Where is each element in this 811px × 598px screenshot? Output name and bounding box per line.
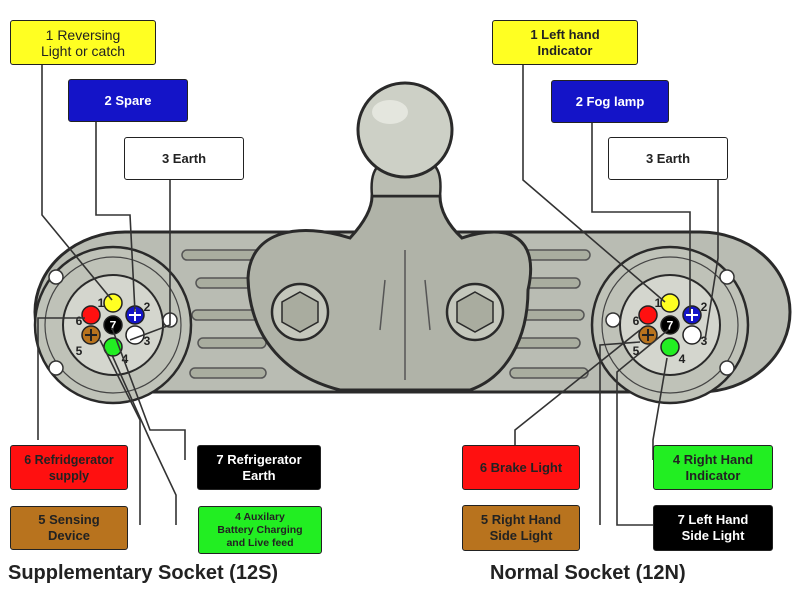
normal-pin-3 bbox=[682, 325, 702, 345]
supplementary-pin-6 bbox=[81, 305, 101, 325]
label-12n-pin2: 2 Fog lamp bbox=[551, 80, 669, 123]
cross-mark bbox=[85, 329, 97, 341]
supplementary-socket: 1 2 3 4 5 6 7 bbox=[33, 245, 193, 405]
label-12n-pin4: 4 Right Hand Indicator bbox=[653, 445, 773, 490]
normal-pin-6 bbox=[638, 305, 658, 325]
cross-mark bbox=[642, 329, 654, 341]
supplementary-pin-number-1: 1 bbox=[98, 296, 105, 310]
mounting-hole bbox=[605, 312, 621, 328]
normal-socket: 1 2 3 4 5 6 7 bbox=[590, 245, 750, 405]
label-12s-pin3: 3 Earth bbox=[124, 137, 244, 180]
normal-pin-number-5: 5 bbox=[633, 344, 640, 358]
label-12s-pin7: 7 Refrigerator Earth bbox=[197, 445, 321, 490]
label-12n-pin3: 3 Earth bbox=[608, 137, 728, 180]
mounting-hole bbox=[719, 360, 735, 376]
mounting-hole bbox=[48, 269, 64, 285]
label-12s-pin2: 2 Spare bbox=[68, 79, 188, 122]
label-12s-pin6: 6 Refridgerator supply bbox=[10, 445, 128, 490]
label-12n-pin7: 7 Left Hand Side Light bbox=[653, 505, 773, 551]
normal-pin-number-2: 2 bbox=[701, 300, 708, 314]
mounting-hole bbox=[719, 269, 735, 285]
supplementary-pin-number-2: 2 bbox=[144, 300, 151, 314]
normal-pin-4 bbox=[660, 337, 680, 357]
label-12n-pin6: 6 Brake Light bbox=[462, 445, 580, 490]
label-12n-pin1: 1 Left hand Indicator bbox=[492, 20, 638, 65]
supplementary-pin-number-5: 5 bbox=[76, 344, 83, 358]
label-12n-pin5: 5 Right Hand Side Light bbox=[462, 505, 580, 551]
supplementary-pin-number-4: 4 bbox=[122, 352, 129, 366]
supplementary-pin-1 bbox=[103, 293, 123, 313]
label-12s-pin5: 5 Sensing Device bbox=[10, 506, 128, 550]
caption-supplementary: Supplementary Socket (12S) bbox=[8, 562, 279, 584]
hitch-bolts bbox=[270, 282, 505, 342]
normal-pin-7 bbox=[660, 315, 680, 335]
label-12s-pin1: 1 Reversing Light or catch bbox=[10, 20, 156, 65]
cross-mark bbox=[686, 309, 698, 321]
normal-pin-number-3: 3 bbox=[701, 334, 708, 348]
supplementary-pin-7 bbox=[103, 315, 123, 335]
normal-pin-number-1: 1 bbox=[655, 296, 662, 310]
supplementary-pin-number-3: 3 bbox=[144, 334, 151, 348]
normal-pin-7-number: 7 bbox=[667, 319, 674, 333]
mounting-hole bbox=[48, 360, 64, 376]
normal-pin-1 bbox=[660, 293, 680, 313]
supplementary-pin-number-6: 6 bbox=[76, 314, 83, 328]
caption-normal: Normal Socket (12N) bbox=[490, 562, 686, 584]
label-12s-pin4: 4 Auxilary Battery Charging and Live fee… bbox=[198, 506, 322, 554]
leader-lines bbox=[37, 64, 719, 526]
supplementary-pin-7-number: 7 bbox=[110, 319, 117, 333]
tow-ball bbox=[356, 81, 454, 179]
normal-pin-number-6: 6 bbox=[633, 314, 640, 328]
hitch-body bbox=[246, 194, 533, 392]
normal-pin-number-4: 4 bbox=[679, 352, 686, 366]
